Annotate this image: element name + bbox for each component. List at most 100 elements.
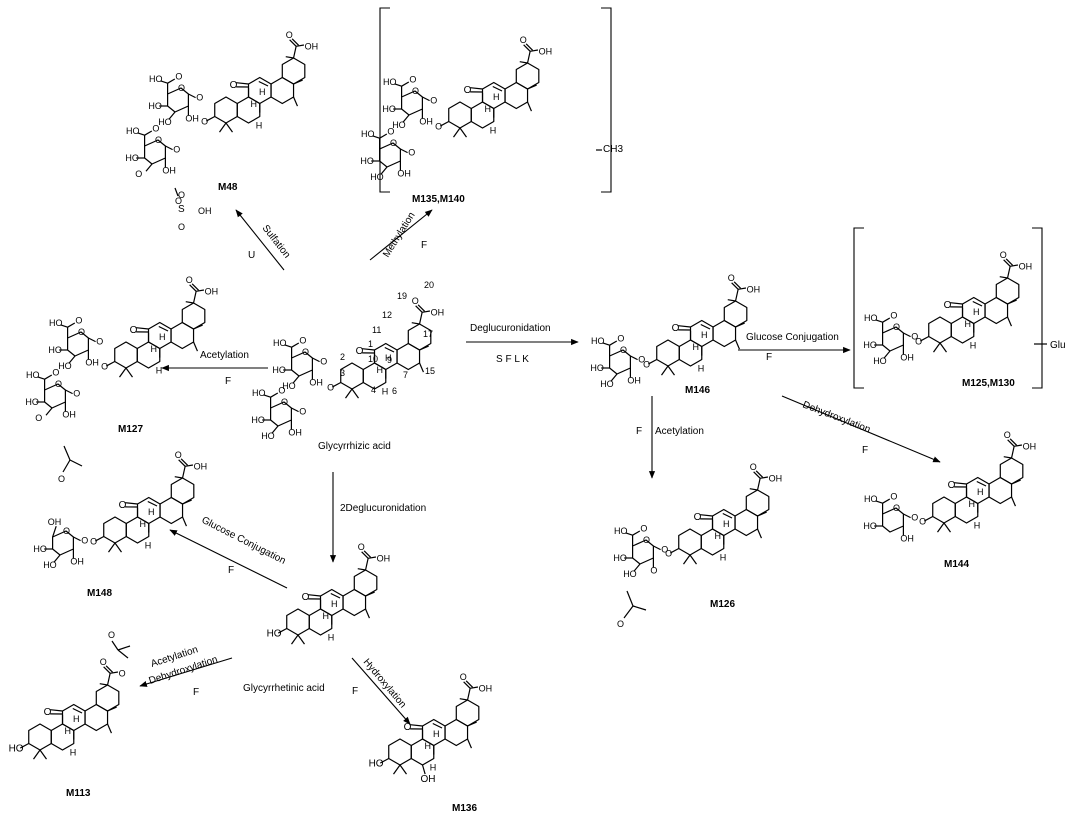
carboxyl-oxygen: O [728,273,735,283]
h-9: H [969,499,976,509]
ketone-oxygen: O [119,500,127,511]
reaction-code-glucose-conjugation-right: F [766,352,772,363]
ketone-bond [362,348,375,351]
atom-number-4: 4 [371,385,376,395]
methyl-18 [734,339,741,350]
h-5: H [430,763,437,773]
acid-oxygen: O [175,72,182,82]
c3-oxygen: O [201,116,208,126]
acetyl-bond-1 [626,590,634,607]
anomeric-oxygen: O [661,545,668,555]
carboxyl-oxygen: O [412,296,419,306]
c4-hydroxyl: HO [382,104,396,114]
anomeric-oxygen: O [408,148,415,158]
methyl-20 [459,698,468,701]
carboxyl-oxygen: O [750,462,757,472]
ring-A [656,339,680,367]
acid-hydroxyl: HO [864,313,878,323]
compound-label-m146: M146 [685,385,710,396]
atom-number-19: 19 [397,291,407,301]
atom-number-12: 12 [382,310,392,320]
h-9: H [140,519,147,529]
anomeric-oxygen: O [320,357,327,367]
carboxyl-oh-bond [296,44,305,47]
h-18: H [723,519,730,529]
acid-oxygen: O [890,492,897,502]
acid-hydroxyl: HO [49,318,63,328]
ester-methyl [117,645,131,651]
acid-oh [60,324,68,328]
atom-number-20: 20 [424,280,434,290]
carboxyl-oh-bond [738,287,747,290]
atom-number-15: 15 [425,366,435,376]
acid-co [609,340,618,346]
ring-A [388,738,412,766]
c3-oh-bond [20,742,30,749]
acid-hydroxyl: HO [591,336,605,346]
ketone-oxygen: O [302,592,310,603]
c3-hydroxyl: HO [58,361,71,371]
acid-oh [625,532,633,536]
compound-label-m136: M136 [452,803,477,814]
acid-oxygen: O [387,127,394,137]
double-bond-12-13 [972,300,983,307]
ketone-bond [954,482,967,485]
methyl-20 [357,568,366,571]
compound-label-glycyrrhizic-acid: Glycyrrhizic acid [318,441,391,452]
h-18: H [73,714,80,724]
ring-A [114,341,138,369]
double-bond-12-13 [330,592,341,599]
c3-oh-bond [610,373,618,382]
ketone-oxygen: O [356,346,364,357]
anomeric-bond [65,389,73,395]
methyl-20 [727,299,736,302]
h-5: H [156,366,163,376]
acid-oxygen: O [890,311,897,321]
methyl-20 [174,476,183,479]
reaction-code-hydroxylation: F [352,686,358,697]
ring-oxygen: O [155,135,162,145]
glucose-substituent-label: Glu [1050,340,1066,351]
h-18: H [259,87,266,97]
h-5: H [328,633,335,643]
acid-oxygen: O [52,368,59,378]
c3-oxygen: O [919,516,926,526]
reaction-code-acetylation-dehydroxylation: F [193,687,199,698]
carboxyl-oxygen: O [460,672,467,682]
ring-A [932,496,956,524]
c4-hydroxyl: HO [48,345,62,355]
c3-o-bond [920,335,930,342]
acid-hydroxyl: HO [26,370,40,380]
arrow-dehydroxylation [781,395,941,463]
anomeric-oxygen: O [173,145,180,155]
ketone-oxygen: O [404,722,412,733]
carboxyl-co-2 [417,304,426,312]
carboxyl-hydroxyl: O [119,668,126,678]
methyl-4b [39,749,47,760]
reaction-code-deglucuronidation: S F L K [496,354,529,365]
ketone-oxygen: O [672,323,680,334]
acid-oh [372,135,380,139]
ester-oxygen: O [108,630,115,640]
carboxyl-oxygen: O [100,657,107,667]
acid-oh [284,344,292,348]
compound-label-m127: M127 [118,424,143,435]
h-18: H [977,487,984,497]
h-9: H [715,531,722,541]
ring-A [448,101,472,129]
compound-label-m113: M113 [66,788,91,799]
anomeric-oxygen: O [299,407,306,417]
carboxyl-hydroxyl: OH [305,41,319,51]
c3-hydroxyl: HO [873,356,887,366]
h-18: H [493,92,500,102]
methyl-4a [683,554,691,565]
atom-number-9: 9 [387,355,392,365]
reaction-label-dehydroxylation: Dehydroxylation [801,400,872,436]
